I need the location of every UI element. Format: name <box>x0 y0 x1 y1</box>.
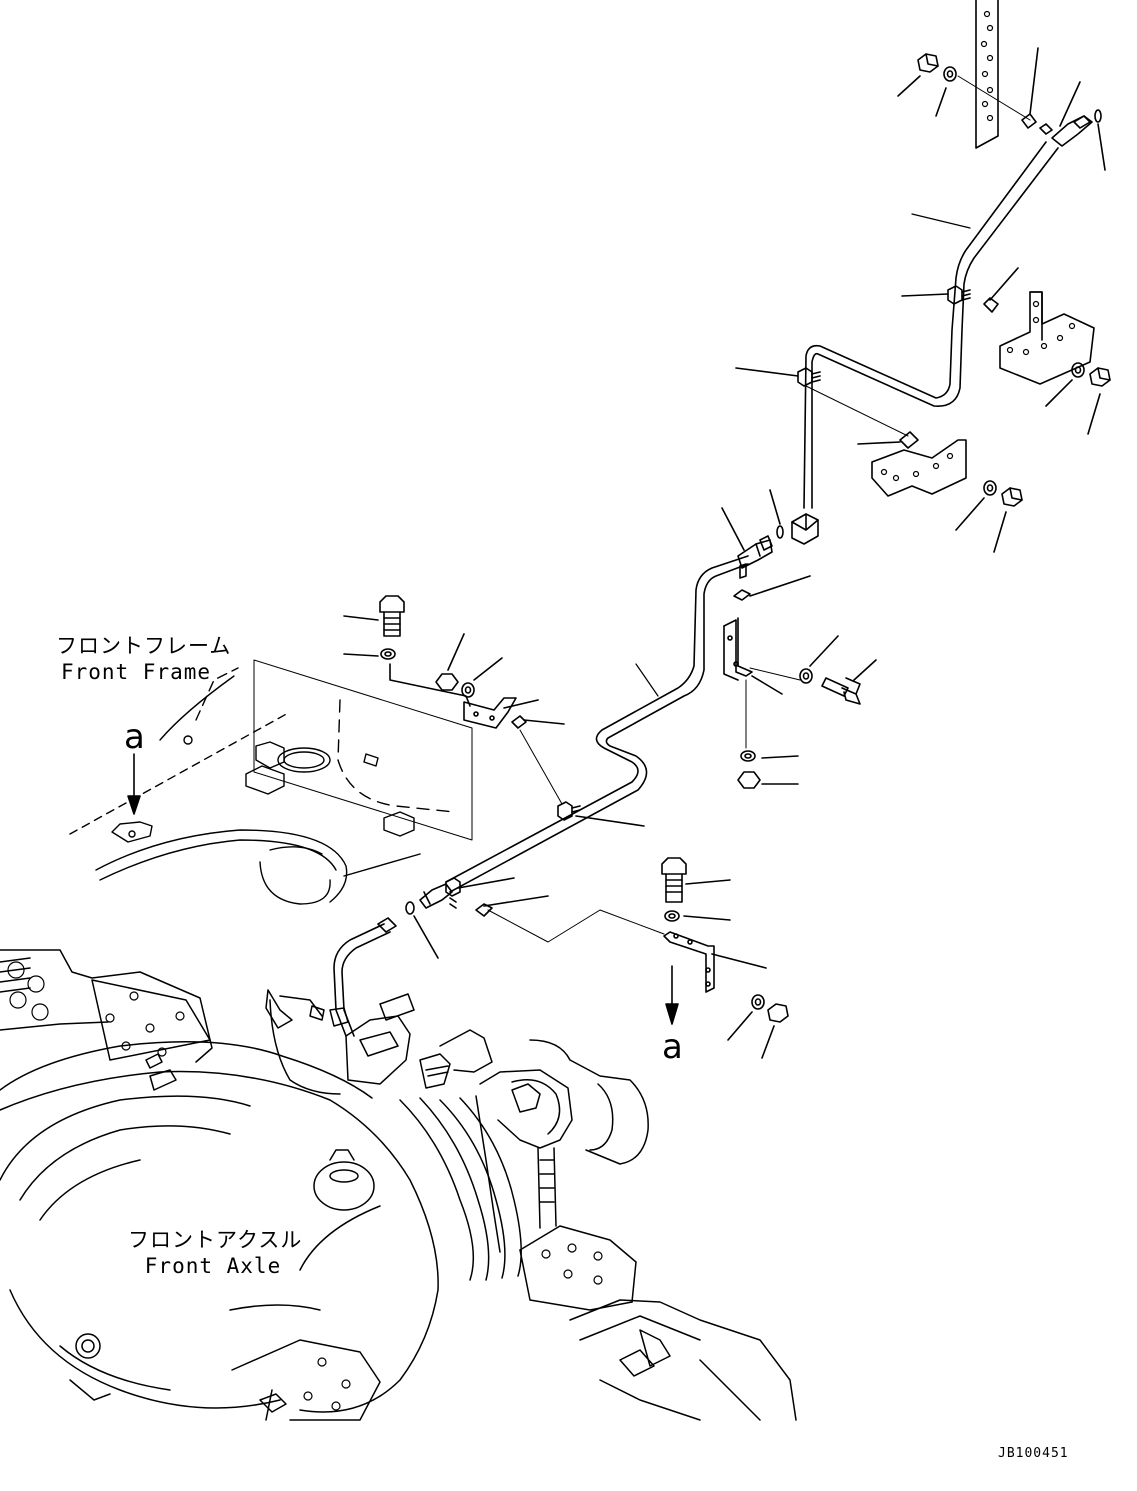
lower-bracket-washer-2 <box>740 750 799 762</box>
view-arrow-right <box>665 965 679 1025</box>
view-mark-left: a <box>124 717 145 757</box>
left-washer <box>343 648 471 707</box>
left-bracket <box>463 697 539 729</box>
left-clip <box>511 715 565 805</box>
upper-tube-clamp-1 <box>901 267 1019 313</box>
lower-bracket-bolt <box>821 659 877 705</box>
middle-bracket <box>857 431 967 497</box>
front-frame-label-en: Front Frame <box>60 660 212 684</box>
front-frame-label-jp: フロントフレーム <box>56 634 232 658</box>
lower-right-washer-2 <box>727 994 765 1041</box>
right-bracket-nut <box>1087 367 1111 435</box>
drawing-code: JB100451 <box>998 1446 1069 1461</box>
front-axle-label-jp: フロントアクスル <box>128 1228 303 1252</box>
top-washer <box>935 66 957 117</box>
lower-right-washer <box>664 910 731 922</box>
right-side-bracket <box>999 291 1095 385</box>
lower-bracket-nut-2 <box>737 771 799 789</box>
lower-right-nut <box>761 1003 789 1059</box>
lower-tube-clip <box>733 575 811 601</box>
upper-tube-clamp-2 <box>735 367 909 437</box>
lower-tube-clamp <box>557 801 645 827</box>
view-arrow-left <box>127 753 141 815</box>
lower-right-bolt <box>661 857 731 903</box>
front-axle-label-en: Front Axle <box>144 1254 282 1278</box>
middle-bracket-washer <box>955 480 997 531</box>
view-mark-right: a <box>662 1027 683 1067</box>
upper-brake-tube <box>803 141 1059 509</box>
tube-joint-block <box>769 489 819 545</box>
flexible-hose <box>333 917 397 1037</box>
lower-tube-top-fitting <box>721 507 773 579</box>
left-washer-2 <box>461 657 503 698</box>
right-bracket-washer <box>1045 362 1085 407</box>
lower-brake-tube <box>445 555 749 893</box>
lower-tube-bottom-fitting <box>405 877 549 959</box>
front-axle-assembly <box>0 949 797 1421</box>
middle-bracket-nut <box>993 487 1023 553</box>
top-elbow-fitting <box>1021 47 1106 171</box>
lower-tube-bracket <box>723 617 801 749</box>
top-nut <box>897 53 939 97</box>
upper-frame-plate <box>975 0 999 149</box>
left-bolt <box>343 595 405 637</box>
lower-right-bracket <box>663 931 767 993</box>
front-frame-outline <box>69 659 473 905</box>
left-nut <box>435 633 465 691</box>
lower-bracket-washer <box>799 635 839 684</box>
